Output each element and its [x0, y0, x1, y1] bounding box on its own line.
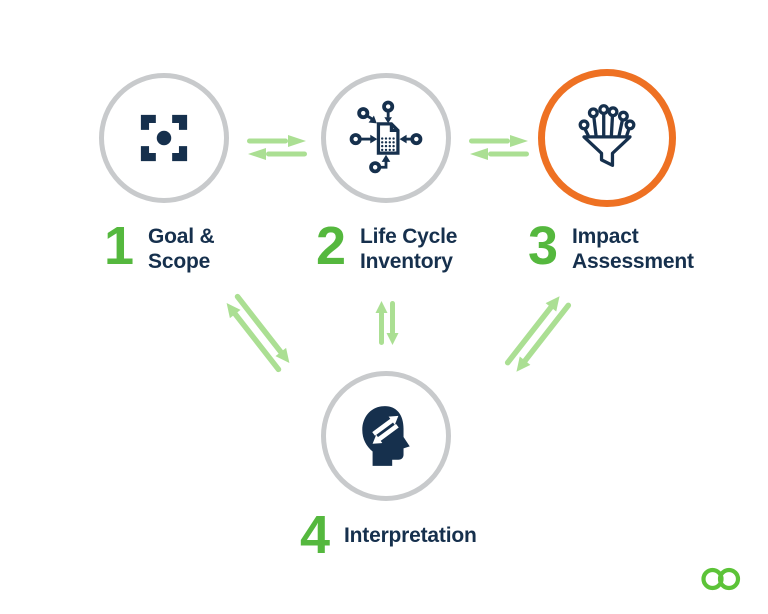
step-4-title: Interpretation	[344, 523, 477, 547]
step-3-title: Impact Assessment	[572, 225, 694, 273]
exchange-arrows-step2-step4	[372, 299, 402, 347]
step-4-label: 4 Interpretation	[300, 505, 477, 565]
step-4-circle	[321, 371, 451, 501]
step-2-circle	[321, 73, 451, 203]
step-2-title: Life Cycle Inventory	[360, 225, 458, 273]
diagonal-double-arrow-icon	[226, 293, 290, 373]
step-2-label: 2 Life Cycle Inventory	[316, 216, 458, 276]
step-4-number: 4	[300, 505, 330, 565]
step-3-circle	[538, 69, 676, 207]
exchange-arrows-step2-step3	[467, 130, 531, 162]
step-1-number: 1	[104, 216, 134, 276]
data-collection-document-icon	[349, 100, 423, 174]
funnel-filter-icon	[578, 104, 636, 167]
crosshair-target-icon	[140, 114, 188, 162]
exchange-arrows-step1-step2	[245, 130, 309, 162]
exchange-arrows-step1-step4	[216, 286, 299, 379]
step-3-number: 3	[528, 216, 558, 276]
step-1-label: 1 Goal & Scope	[104, 216, 215, 276]
vertical-double-arrow-icon	[375, 301, 399, 345]
horizontal-double-arrow-icon	[469, 135, 529, 160]
brand-logo	[698, 564, 746, 594]
step-3-label: 3 Impact Assessment	[528, 216, 694, 276]
infinity-rings-logo	[701, 567, 741, 591]
horizontal-double-arrow-icon	[247, 135, 307, 160]
thinking-head-icon	[362, 406, 410, 466]
step-2-number: 2	[316, 216, 346, 276]
step-1-circle	[99, 73, 229, 203]
diagonal-double-arrow-icon	[504, 296, 572, 372]
exchange-arrows-step3-step4	[496, 287, 579, 380]
step-1-title: Goal & Scope	[148, 225, 215, 273]
